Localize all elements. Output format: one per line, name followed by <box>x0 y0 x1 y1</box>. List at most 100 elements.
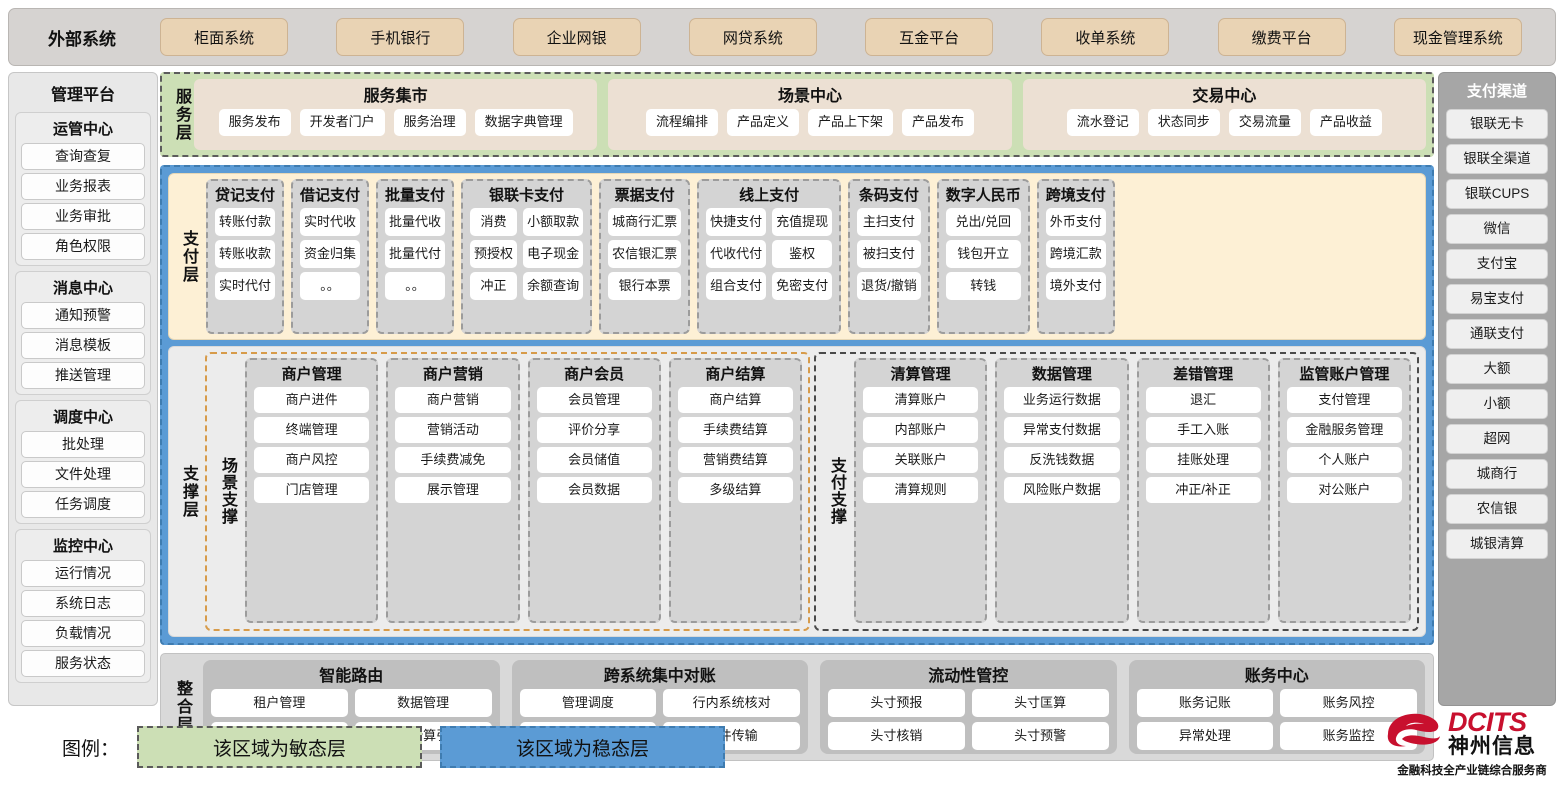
sidebar-item[interactable]: 负载情况 <box>21 620 145 647</box>
support-item[interactable]: 会员数据 <box>536 477 652 503</box>
payment-item[interactable]: 电子现金 <box>523 240 584 268</box>
support-item[interactable]: 冲正/补正 <box>1145 477 1261 503</box>
payment-item[interactable]: 境外支付 <box>1045 272 1106 300</box>
payment-item[interactable]: 实时代付 <box>215 272 276 300</box>
sidebar-item[interactable]: 通知预警 <box>21 302 145 329</box>
service-item[interactable]: 流水登记 <box>1066 109 1139 136</box>
support-item[interactable]: 会员储值 <box>536 447 652 473</box>
support-item[interactable]: 个人账户 <box>1286 447 1402 473</box>
external-system-item[interactable]: 缴费平台 <box>1217 18 1346 56</box>
payment-channel-item[interactable]: 银联CUPS <box>1446 179 1548 209</box>
support-item[interactable]: 手工入账 <box>1145 417 1261 443</box>
service-item[interactable]: 产品发布 <box>902 109 975 136</box>
service-item[interactable]: 服务治理 <box>393 109 466 136</box>
payment-item[interactable]: 。。 <box>300 272 361 300</box>
integration-item[interactable]: 异常处理 <box>1136 722 1274 750</box>
support-item[interactable]: 业务运行数据 <box>1004 387 1120 413</box>
payment-item[interactable]: 主扫支付 <box>857 208 921 236</box>
support-item[interactable]: 挂账处理 <box>1145 447 1261 473</box>
payment-item[interactable]: 批量代收 <box>385 208 446 236</box>
sidebar-item[interactable]: 系统日志 <box>21 590 145 617</box>
payment-item[interactable]: 余额查询 <box>523 272 584 300</box>
support-item[interactable]: 商户营销 <box>395 387 511 413</box>
sidebar-item[interactable]: 消息模板 <box>21 332 145 359</box>
external-system-item[interactable]: 互金平台 <box>865 18 994 56</box>
integration-item[interactable]: 头寸预警 <box>971 722 1109 750</box>
support-item[interactable]: 风险账户数据 <box>1004 477 1120 503</box>
sidebar-item[interactable]: 任务调度 <box>21 491 145 518</box>
sidebar-item[interactable]: 推送管理 <box>21 362 145 389</box>
payment-channel-item[interactable]: 超网 <box>1446 424 1548 454</box>
support-item[interactable]: 支付管理 <box>1286 387 1402 413</box>
sidebar-item[interactable]: 批处理 <box>21 431 145 458</box>
payment-item[interactable]: 转账付款 <box>215 208 276 236</box>
sidebar-item[interactable]: 查询查复 <box>21 143 145 170</box>
payment-item[interactable]: 充值提现 <box>772 208 833 236</box>
payment-item[interactable]: 消费 <box>470 208 518 236</box>
service-item[interactable]: 状态同步 <box>1147 109 1220 136</box>
support-item[interactable]: 清算规则 <box>863 477 979 503</box>
payment-item[interactable]: 兑出/兑回 <box>945 208 1021 236</box>
support-item[interactable]: 异常支付数据 <box>1004 417 1120 443</box>
support-item[interactable]: 退汇 <box>1145 387 1261 413</box>
support-item[interactable]: 反洗钱数据 <box>1004 447 1120 473</box>
sidebar-item[interactable]: 服务状态 <box>21 650 145 677</box>
support-item[interactable]: 手续费结算 <box>677 417 793 443</box>
service-item[interactable]: 产品上下架 <box>807 109 893 136</box>
support-item[interactable]: 对公账户 <box>1286 477 1402 503</box>
support-item[interactable]: 终端管理 <box>254 417 370 443</box>
support-item[interactable]: 展示管理 <box>395 477 511 503</box>
payment-item[interactable]: 转账收款 <box>215 240 276 268</box>
integration-item[interactable]: 行内系统核对 <box>663 689 800 717</box>
integration-item[interactable]: 账务记账 <box>1136 689 1274 717</box>
payment-item[interactable]: 城商行汇票 <box>608 208 682 236</box>
sidebar-item[interactable]: 角色权限 <box>21 233 145 260</box>
payment-item[interactable]: 组合支付 <box>706 272 767 300</box>
support-item[interactable]: 商户进件 <box>254 387 370 413</box>
payment-channel-item[interactable]: 易宝支付 <box>1446 284 1548 314</box>
integration-item[interactable]: 头寸匡算 <box>971 689 1109 717</box>
sidebar-item[interactable]: 业务报表 <box>21 173 145 200</box>
support-item[interactable]: 多级结算 <box>677 477 793 503</box>
integration-item[interactable]: 数据管理 <box>354 689 492 717</box>
service-item[interactable]: 数据字典管理 <box>474 109 573 136</box>
service-item[interactable]: 服务发布 <box>218 109 291 136</box>
payment-item[interactable]: 钱包开立 <box>945 240 1021 268</box>
payment-item[interactable]: 。。 <box>385 272 446 300</box>
payment-item[interactable]: 资金归集 <box>300 240 361 268</box>
payment-item[interactable]: 批量代付 <box>385 240 446 268</box>
payment-channel-item[interactable]: 小额 <box>1446 389 1548 419</box>
payment-channel-item[interactable]: 支付宝 <box>1446 249 1548 279</box>
payment-channel-item[interactable]: 大额 <box>1446 354 1548 384</box>
payment-item[interactable]: 退货/撤销 <box>857 272 921 300</box>
support-item[interactable]: 内部账户 <box>863 417 979 443</box>
payment-item[interactable]: 转钱 <box>945 272 1021 300</box>
external-system-item[interactable]: 现金管理系统 <box>1393 18 1522 56</box>
integration-item[interactable]: 账务风控 <box>1280 689 1417 717</box>
payment-item[interactable]: 预授权 <box>470 240 518 268</box>
payment-channel-item[interactable]: 农信银 <box>1446 494 1548 524</box>
payment-item[interactable]: 跨境汇款 <box>1045 240 1106 268</box>
support-item[interactable]: 门店管理 <box>254 477 370 503</box>
support-item[interactable]: 会员管理 <box>536 387 652 413</box>
payment-item[interactable]: 银行本票 <box>608 272 682 300</box>
payment-channel-item[interactable]: 城商行 <box>1446 459 1548 489</box>
service-item[interactable]: 产品收益 <box>1309 109 1382 136</box>
service-item[interactable]: 流程编排 <box>645 109 718 136</box>
external-system-item[interactable]: 柜面系统 <box>160 18 289 56</box>
service-item[interactable]: 交易流量 <box>1228 109 1301 136</box>
payment-item[interactable]: 外币支付 <box>1045 208 1106 236</box>
support-item[interactable]: 商户结算 <box>677 387 793 413</box>
payment-channel-item[interactable]: 银联全渠道 <box>1446 144 1548 174</box>
support-item[interactable]: 金融服务管理 <box>1286 417 1402 443</box>
external-system-item[interactable]: 手机银行 <box>336 18 465 56</box>
payment-item[interactable]: 免密支付 <box>772 272 833 300</box>
support-item[interactable]: 清算账户 <box>863 387 979 413</box>
service-item[interactable]: 开发者门户 <box>299 109 385 136</box>
integration-item[interactable]: 管理调度 <box>519 689 657 717</box>
payment-item[interactable]: 快捷支付 <box>706 208 767 236</box>
service-item[interactable]: 产品定义 <box>726 109 799 136</box>
support-item[interactable]: 商户风控 <box>254 447 370 473</box>
support-item[interactable]: 营销费结算 <box>677 447 793 473</box>
external-system-item[interactable]: 企业网银 <box>512 18 641 56</box>
